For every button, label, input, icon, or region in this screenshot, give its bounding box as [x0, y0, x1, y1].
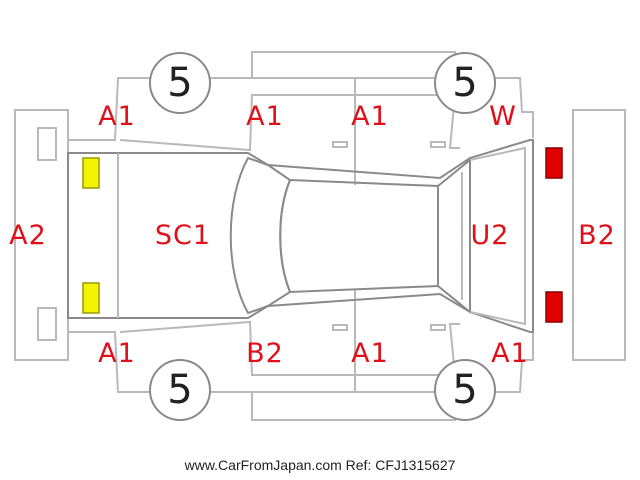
wheel-top-front-number: 5 [167, 60, 193, 106]
code-top-front-door: A1 [246, 101, 284, 132]
tailgate-line [469, 146, 526, 326]
top-door-handle-rear [430, 141, 446, 148]
bottom-body-outline [67, 320, 150, 393]
rear-bumper-outline [572, 109, 626, 361]
front-bumper-notch-top [37, 127, 57, 161]
wheel-bottom-front-number: 5 [167, 367, 193, 413]
roof [279, 178, 439, 294]
wheel-bottom-rear [434, 359, 496, 421]
code-front-bumper: A2 [9, 220, 47, 251]
code-top-rear-door: A1 [351, 101, 389, 132]
car-body-outline [67, 139, 534, 333]
footer-site: www.CarFromJapan.com [184, 457, 342, 473]
rear-light-top [545, 147, 563, 179]
code-bottom-rear-door: A1 [351, 338, 389, 369]
wheel-bottom-front [149, 359, 211, 421]
code-top-left-fender: A1 [98, 101, 136, 132]
bottom-door-handle-rear [430, 324, 446, 331]
front-light-top [82, 157, 100, 189]
top-body-outline [67, 77, 150, 153]
top-door-handle-front [332, 141, 348, 148]
rear-window [437, 157, 471, 315]
wheel-top-rear-number: 5 [452, 60, 478, 106]
code-bottom-rear-quarter: A1 [491, 338, 529, 369]
code-top-rear-quarter: W [489, 101, 517, 132]
code-bottom-front-door: B2 [246, 338, 284, 369]
front-bumper-outline [14, 109, 69, 361]
front-light-bottom [82, 282, 100, 314]
code-rear-bumper: B2 [578, 220, 616, 251]
rear-light-bottom [545, 291, 563, 323]
footer-watermark: www.CarFromJapan.com Ref: CFJ1315627 [0, 457, 640, 473]
wheel-bottom-rear-number: 5 [452, 367, 478, 413]
code-hood: SC1 [154, 220, 212, 251]
wheel-top-rear [434, 52, 496, 114]
footer-ref: Ref: CFJ1315627 [345, 457, 456, 473]
code-tailgate: U2 [470, 220, 510, 251]
code-bottom-left-fender: A1 [98, 338, 136, 369]
wheel-top-front [149, 52, 211, 114]
front-bumper-notch-bottom [37, 307, 57, 341]
bottom-door-handle-front [332, 324, 348, 331]
